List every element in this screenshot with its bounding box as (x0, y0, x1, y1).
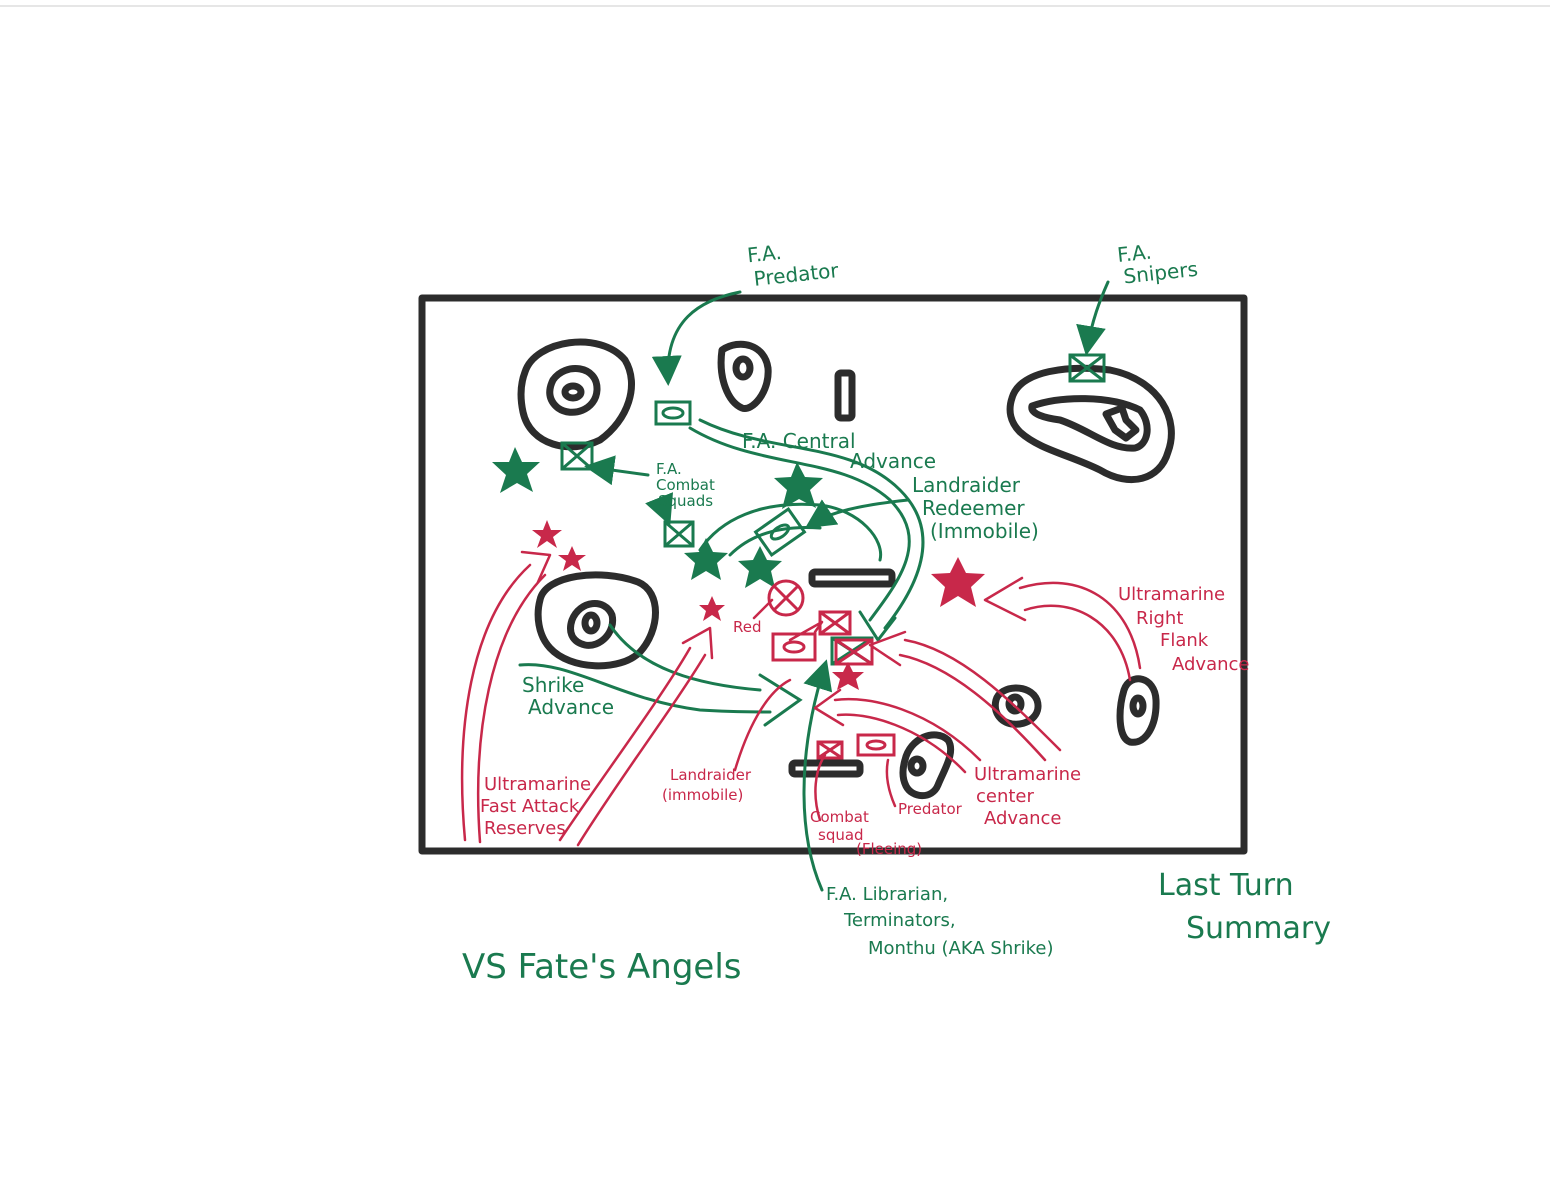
label-last-turn-summary: Last Turn Summary (1158, 864, 1331, 946)
arrow-right-flank-advance (1018, 581, 1142, 670)
terrain-wall-bottom (788, 759, 864, 778)
label-ultramarine-fast-attack: Ultramarine Fast Attack Reserves (480, 771, 597, 839)
red-star-2 (558, 546, 586, 571)
label-ultramarine-right-flank: Ultramarine Right Flank Advance (1118, 581, 1249, 675)
label-landraider-redeemer: Landraider Redeemer (Immobile) (912, 473, 1039, 543)
arrow-combat-squads-down (645, 492, 674, 526)
label-shrike-advance: Shrike Advance (522, 673, 614, 719)
green-star-mid-1 (684, 538, 728, 580)
red-star-center (832, 662, 864, 690)
red-unit-combat-squad-fleeing (816, 740, 844, 760)
label-fa-predator: F.A. Predator (746, 234, 840, 291)
green-unit-predator (654, 400, 692, 426)
green-unit-combat-squad-2 (663, 520, 695, 548)
label-fa-librarian: F.A. Librarian, Terminators, Monthu (AKA… (826, 884, 1054, 959)
green-arrows (518, 280, 1110, 892)
label-predator: Predator (898, 800, 963, 818)
arrow-librarian (802, 659, 833, 892)
arrow-fa-predator (651, 290, 742, 386)
terrain-wall-center (808, 568, 896, 588)
label-combat-squad-fleeing: Combat squad (Fleeing) (810, 808, 922, 858)
red-arrows (460, 550, 1142, 847)
red-star-3 (699, 596, 725, 621)
green-unit-redeemer (753, 506, 807, 558)
green-unit-snipers (1068, 353, 1106, 383)
green-star-large-top (774, 462, 823, 509)
red-star-large-right (931, 557, 985, 607)
terrain-crater-top-left (517, 338, 635, 451)
terrain-hill-center-left (534, 571, 659, 670)
label-red: Red (733, 618, 762, 636)
red-unit-landraider-1 (771, 632, 817, 662)
green-star-mid-2 (738, 546, 782, 588)
label-fa-snipers: F.A. Snipers (1116, 235, 1199, 289)
arrow-combat-squads (584, 455, 650, 486)
label-landraider-immobile: Landraider (immobile) (662, 766, 756, 804)
terrain-wall-top (834, 369, 856, 422)
terrain-ridge-top-right (1006, 364, 1175, 484)
label-fa-combat-squads: F.A. Combat Squads (656, 460, 720, 510)
arrow-fast-attack-reserves (460, 563, 532, 842)
arrow-center-advance (903, 638, 1062, 752)
terrain-rock-bottom-center (899, 731, 955, 800)
green-star-large-left (492, 447, 540, 493)
red-unit-squad-1 (818, 610, 852, 636)
red-unit-red-target (767, 579, 805, 617)
label-fa-central-advance: F.A. Central Advance (742, 429, 936, 473)
terrain-rock-right-2 (1116, 675, 1160, 746)
arrow-fa-snipers (1076, 280, 1110, 356)
terrain-rock-right-1 (991, 684, 1042, 728)
terrain-rock-top-center (717, 340, 772, 412)
red-unit-squad-2 (834, 638, 874, 666)
red-unit-predator (856, 733, 896, 757)
battlefield-border (418, 294, 1248, 855)
label-vs-title: VS Fate's Angels (462, 947, 742, 987)
label-ultramarine-center: Ultramarine center Advance (974, 761, 1087, 829)
red-star-1 (532, 520, 562, 548)
arrow-fa-central-advance (688, 426, 911, 622)
green-unit-combat-squad-1 (560, 441, 594, 471)
